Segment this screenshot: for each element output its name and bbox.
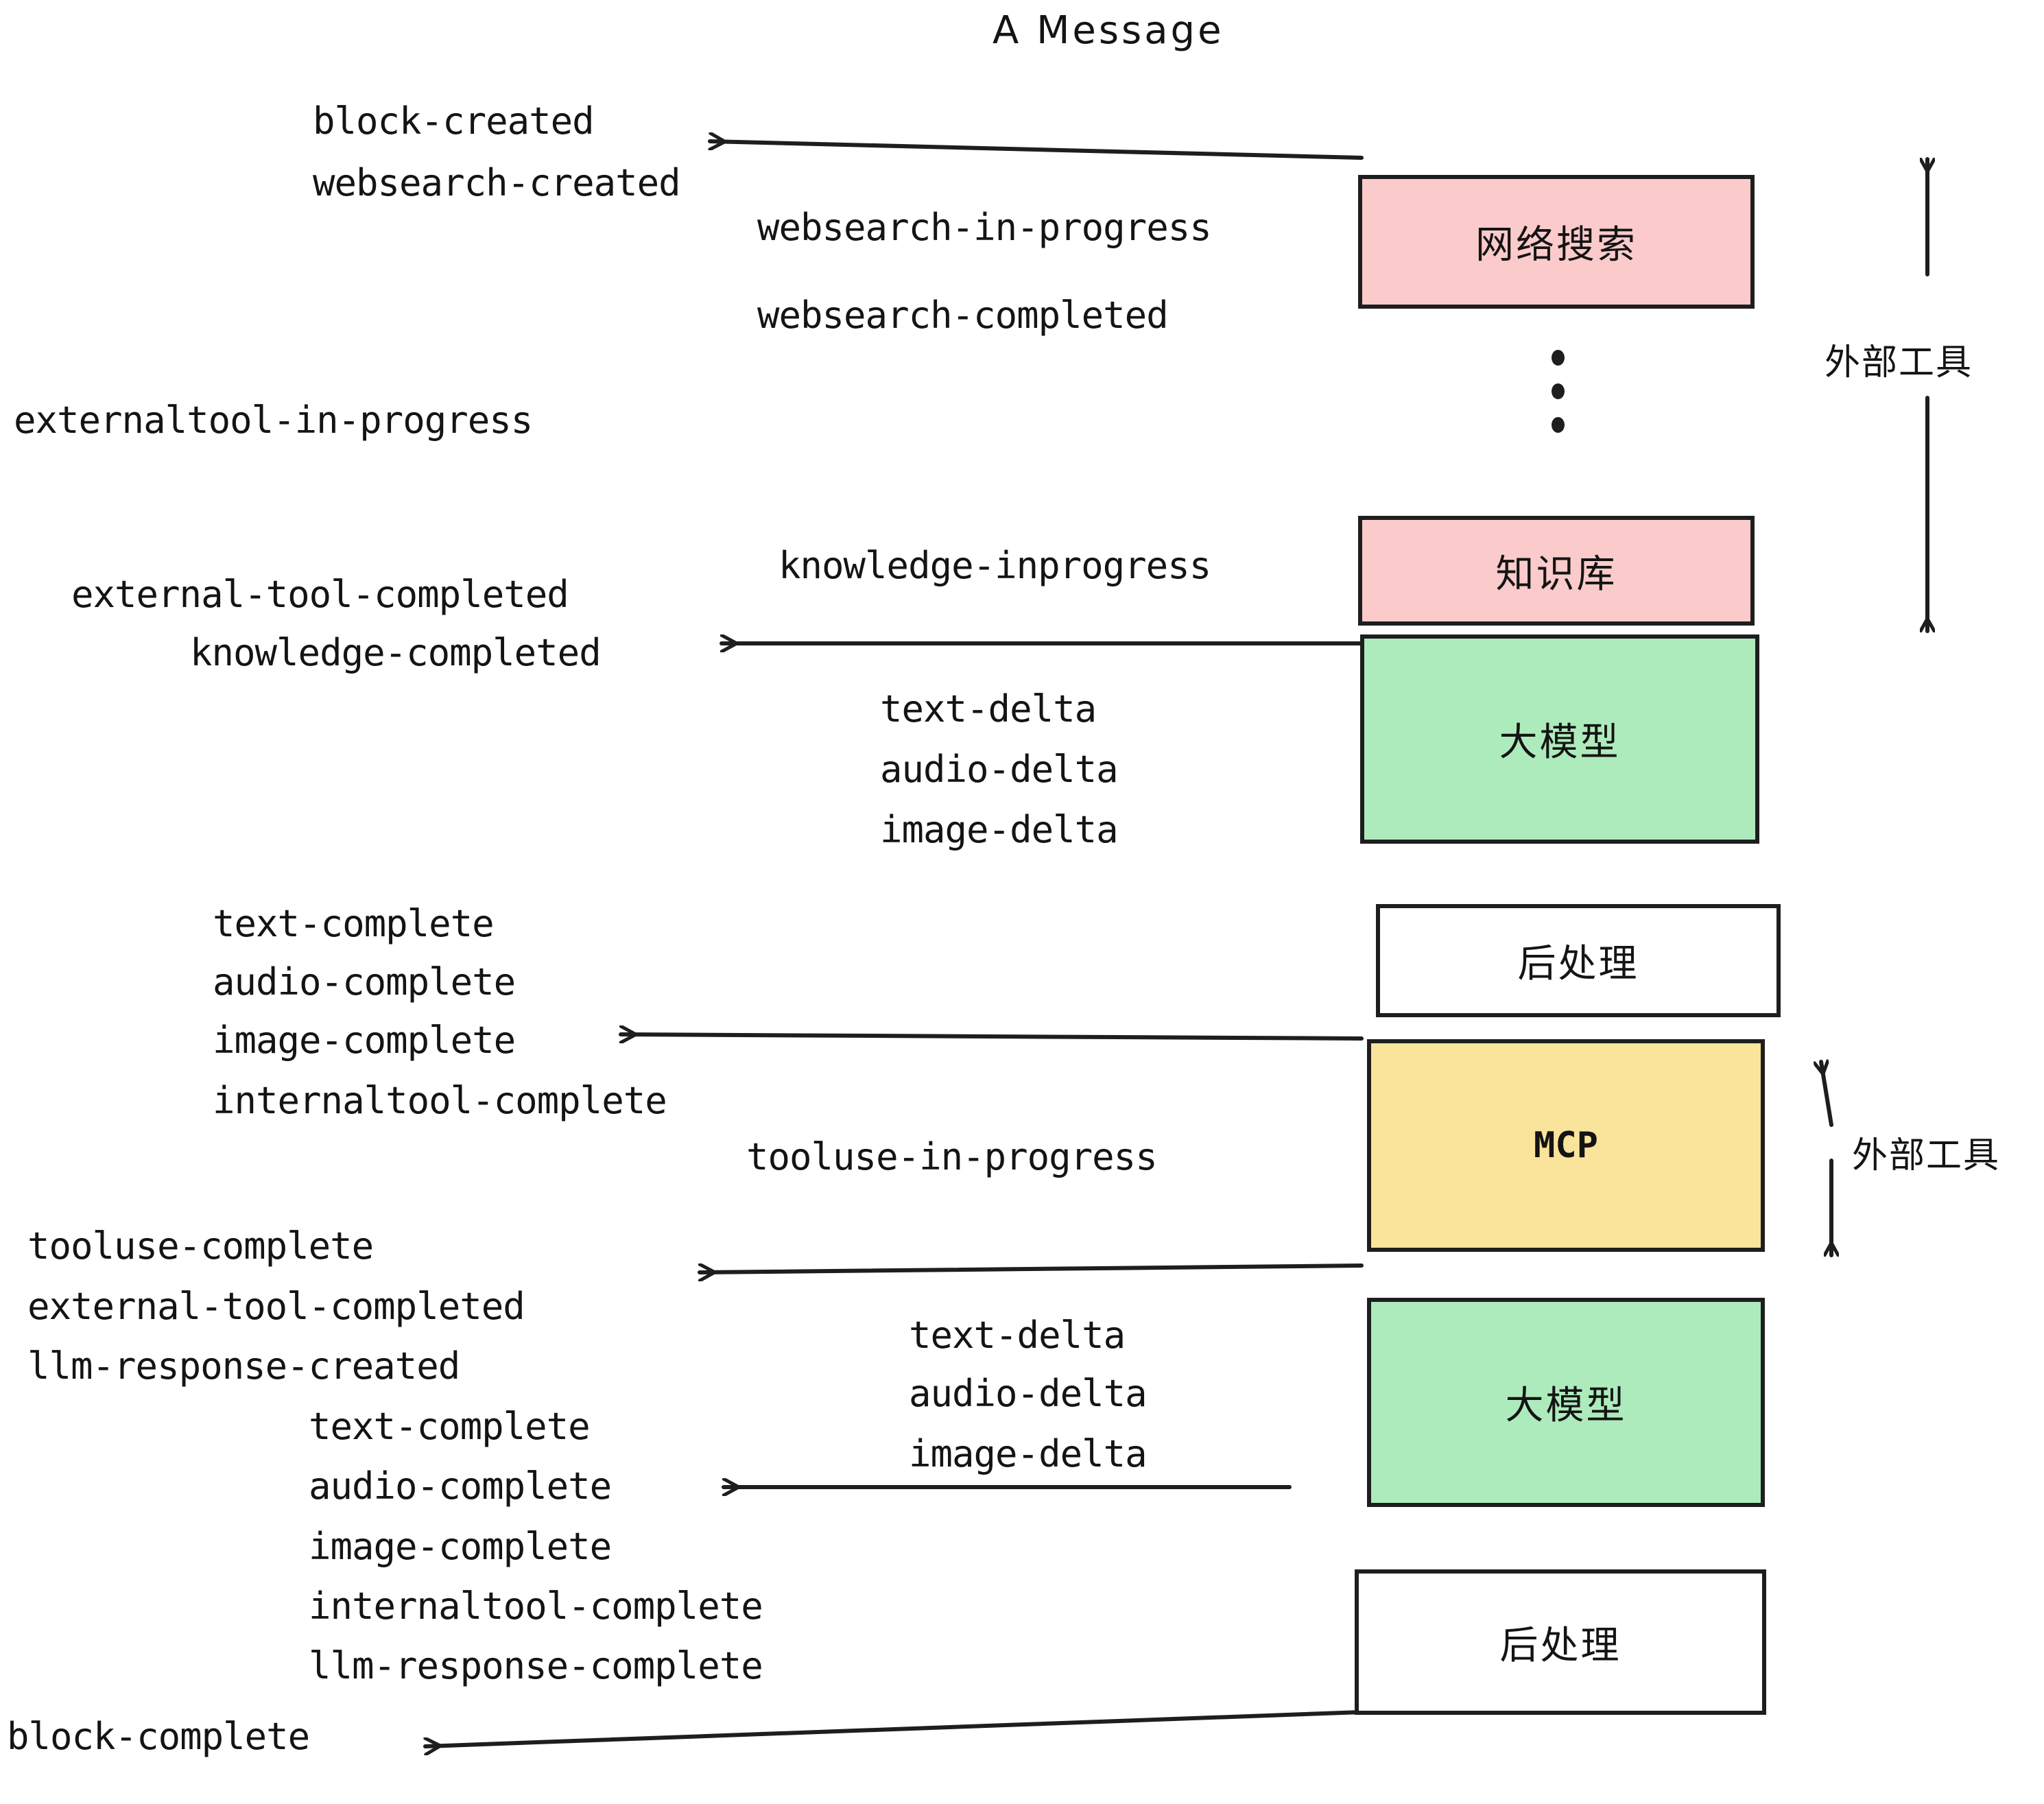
ellipsis-dot [1552, 383, 1565, 399]
side-label-external-tools-1: 外部工具 [1825, 342, 1973, 383]
box-postprocess-2-label: 后处理 [1499, 1623, 1621, 1668]
box-postprocess-1[interactable]: 后处理 [1376, 904, 1781, 1017]
event-image-complete-2: image-complete [309, 1525, 612, 1568]
ellipsis-dot [1552, 350, 1565, 366]
arrow-tooluse-complete [698, 1266, 1364, 1272]
event-tooluse-complete: tooluse-complete [27, 1224, 374, 1268]
event-text-delta-1: text-delta [880, 687, 1097, 731]
event-image-complete-1: image-complete [213, 1019, 516, 1062]
box-mcp-label: MCP [1534, 1125, 1598, 1166]
event-llm-response-complete: llm-response-complete [309, 1644, 763, 1687]
arrow-websearch-created [708, 141, 1364, 160]
event-text-complete-2: text-complete [309, 1405, 591, 1448]
event-websearch-in-progress: websearch-in-progress [757, 206, 1212, 249]
event-websearch-completed: websearch-completed [757, 294, 1169, 337]
event-block-created: block-created [313, 99, 595, 143]
event-text-delta-2: text-delta [909, 1314, 1126, 1357]
event-audio-delta-2: audio-delta [909, 1372, 1148, 1415]
box-llm-2[interactable]: 大模型 [1367, 1298, 1765, 1507]
box-llm-1-label: 大模型 [1499, 720, 1621, 765]
event-block-complete: block-complete [7, 1715, 310, 1758]
event-externaltool-in-progress: externaltool-in-progress [14, 399, 533, 442]
box-postprocess-1-label: 后处理 [1517, 942, 1639, 986]
box-mcp[interactable]: MCP [1367, 1039, 1765, 1252]
event-external-tool-completed-1: external-tool-completed [71, 573, 569, 616]
event-internaltool-complete-1: internaltool-complete [213, 1079, 667, 1122]
event-text-complete-1: text-complete [213, 902, 495, 945]
event-audio-delta-1: audio-delta [880, 748, 1119, 791]
diagram-title: A Message [993, 8, 1224, 53]
box-llm-1[interactable]: 大模型 [1360, 634, 1759, 844]
arrow-image-complete [619, 1034, 1364, 1039]
event-websearch-created: websearch-created [313, 161, 681, 204]
side-label-external-tools-2: 外部工具 [1852, 1135, 2001, 1176]
arrow-block-complete [423, 1710, 1364, 1746]
event-llm-response-created: llm-response-created [27, 1344, 460, 1388]
event-knowledge-completed: knowledge-completed [190, 631, 602, 674]
vertical-ellipsis [1552, 350, 1565, 433]
box-knowledge-base-label: 知识库 [1495, 551, 1617, 597]
box-knowledge-base[interactable]: 知识库 [1358, 516, 1755, 626]
ellipsis-dot [1552, 417, 1565, 433]
box-postprocess-2[interactable]: 后处理 [1355, 1569, 1766, 1715]
box-websearch[interactable]: 网络搜索 [1358, 175, 1755, 309]
arrow-external-tools-mcp-up [1821, 1062, 1833, 1127]
box-llm-2-label: 大模型 [1505, 1384, 1627, 1428]
event-tooluse-in-progress: tooluse-in-progress [746, 1135, 1158, 1178]
box-websearch-label: 网络搜索 [1475, 223, 1637, 268]
event-image-delta-2: image-delta [909, 1432, 1148, 1475]
event-internaltool-complete-2: internaltool-complete [309, 1585, 763, 1628]
event-audio-complete-2: audio-complete [309, 1464, 612, 1508]
event-image-delta-1: image-delta [880, 808, 1119, 851]
event-audio-complete-1: audio-complete [213, 960, 516, 1004]
event-external-tool-completed-2: external-tool-completed [27, 1285, 525, 1328]
event-knowledge-inprogress: knowledge-inprogress [779, 544, 1211, 587]
